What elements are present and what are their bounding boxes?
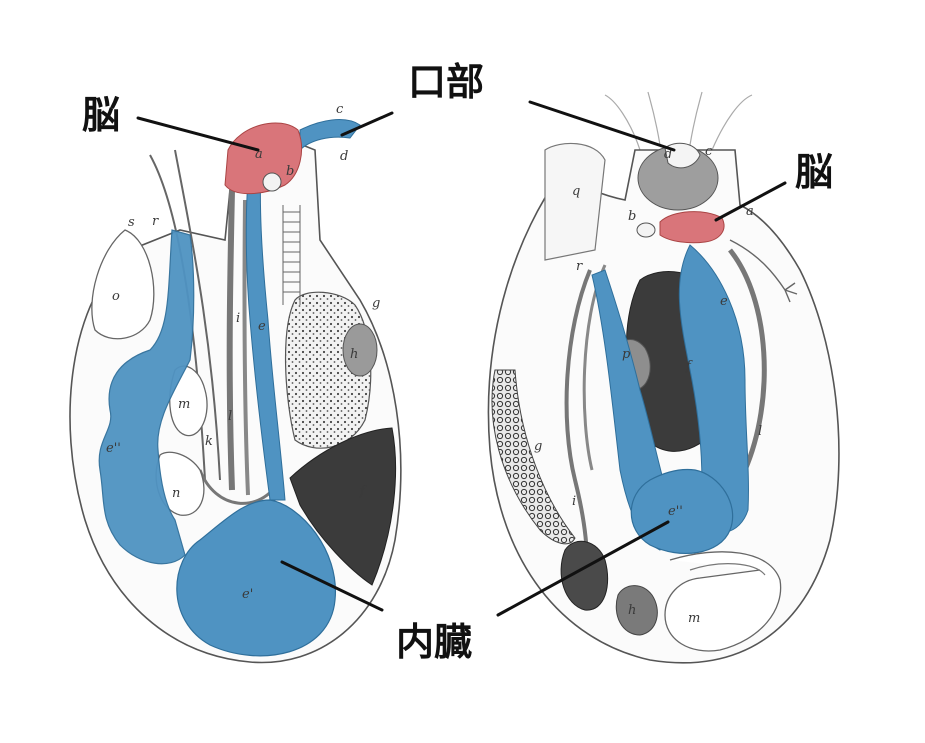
left-letter-s: s <box>128 215 135 230</box>
right-letter-g: g <box>534 439 542 454</box>
callout-viscera: 内臓 <box>396 623 472 661</box>
left-tube-1 <box>230 190 232 490</box>
left-letter-l: l <box>228 409 232 424</box>
right-tentacles <box>605 92 752 150</box>
right-letter-l: l <box>758 424 762 439</box>
left-letter-b: b <box>286 164 294 179</box>
left-letter-k: k <box>205 434 213 449</box>
right-letter-h: h <box>628 603 636 618</box>
left-letter-m: m <box>178 397 190 412</box>
callout-brain-left: 脳 <box>82 96 120 134</box>
left-organ-h <box>343 324 377 376</box>
left-letter-e: e <box>258 319 266 334</box>
left-letter-g: g <box>372 296 380 311</box>
right-tube-q <box>545 143 605 260</box>
right-letter-a: a <box>746 204 754 219</box>
left-ganglion-b <box>263 173 281 191</box>
leader-brain-left <box>138 118 258 150</box>
right-brain-a <box>660 212 724 243</box>
left-letter-e-double: e'' <box>106 441 121 456</box>
right-letter-c: c <box>705 144 713 159</box>
left-letter-c: c <box>336 102 344 117</box>
left-letter-n: n <box>172 486 180 501</box>
right-ganglion-b <box>637 223 655 237</box>
right-letter-i: i <box>572 494 576 509</box>
left-letter-r: r <box>152 214 159 229</box>
right-letter-b: b <box>628 209 636 224</box>
right-letter-p: p <box>622 347 631 362</box>
right-letter-q: q <box>572 184 580 199</box>
right-letter-r: r <box>576 259 583 274</box>
right-figure: a b c d e e'' f g h i l m p q r <box>488 92 839 663</box>
right-letter-e-double: e'' <box>668 504 683 519</box>
left-letter-e-prime: e' <box>242 587 253 602</box>
right-letter-m: m <box>688 611 700 626</box>
callout-brain-right: 脳 <box>795 153 833 191</box>
left-figure: a b c d e e' e'' f g h i k l m n o r s <box>70 102 401 663</box>
callout-mouth: 口部 <box>408 63 484 101</box>
left-letter-h: h <box>350 347 358 362</box>
right-letter-e: e <box>720 294 728 309</box>
left-letter-d: d <box>340 149 348 164</box>
left-letter-i: i <box>236 311 240 326</box>
left-mouth-tube <box>300 120 360 150</box>
left-letter-o: o <box>112 289 120 304</box>
